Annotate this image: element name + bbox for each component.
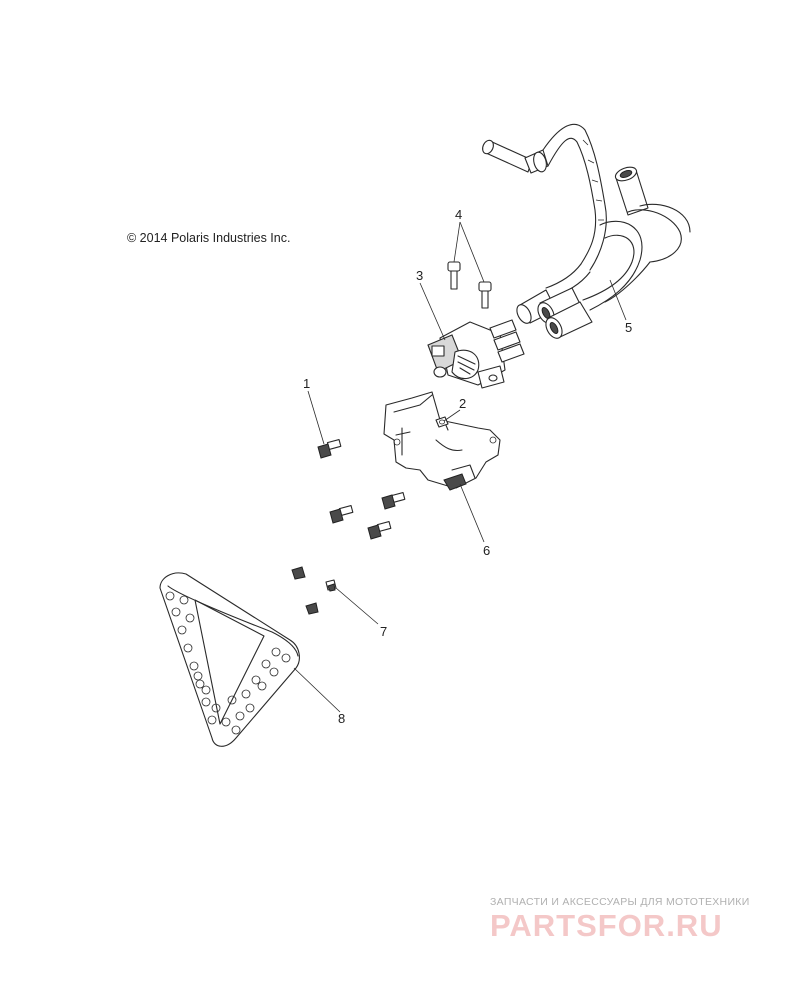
copyright-notice: © 2014 Polaris Industries Inc.	[127, 231, 291, 245]
hose-assembly	[482, 123, 691, 339]
bolts-part-4	[447, 261, 492, 309]
watermark-tagline: ЗАПЧАСТИ И АКСЕССУАРЫ ДЛЯ МОТОТЕХНИКИ	[490, 896, 750, 908]
callout-4: 4	[455, 207, 462, 222]
callout-7: 7	[380, 624, 387, 639]
callout-8: 8	[338, 711, 345, 726]
guard-plate	[159, 572, 300, 747]
solenoid-valve	[427, 319, 525, 389]
callout-5: 5	[625, 320, 632, 335]
mounting-bracket	[383, 391, 501, 491]
bolts-part-1	[317, 438, 406, 540]
callout-3: 3	[416, 268, 423, 283]
clips-part-7	[291, 566, 337, 615]
callout-1: 1	[303, 376, 310, 391]
callout-numbers: 1 2 3 4 5 6 7 8	[303, 207, 632, 726]
leader-lines	[293, 221, 627, 713]
watermark-logo: PARTSFOR.RU	[490, 908, 723, 943]
nut-part-2	[435, 416, 449, 428]
callout-2: 2	[459, 396, 466, 411]
callout-6: 6	[483, 543, 490, 558]
